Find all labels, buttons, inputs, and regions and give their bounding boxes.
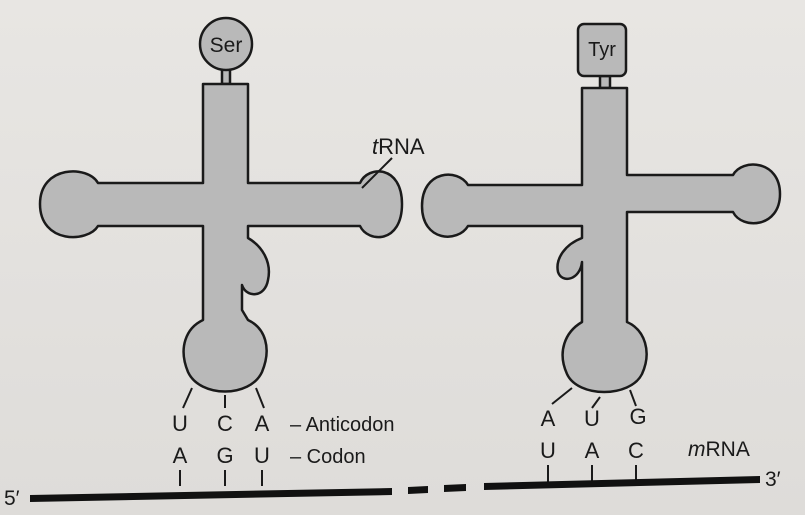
right-anticodon-tick	[552, 388, 572, 404]
left-anticodon-base: C	[217, 411, 233, 436]
mrna-segment-dash	[444, 484, 466, 492]
right-anticodon-base: U	[584, 406, 600, 431]
left-anticodon-tick	[183, 388, 192, 408]
left-amino-acid-label: Ser	[210, 34, 243, 57]
codon-label: – Codon	[290, 446, 366, 468]
five-prime-label: 5′	[4, 487, 20, 510]
mrna-label-prefix: m	[688, 438, 706, 461]
right-codon-base: U	[540, 438, 556, 463]
left-trna: Ser tRNA U C A A G U – Anticodon – Codon	[40, 18, 425, 486]
left-codon-base: G	[216, 443, 233, 468]
trna-label: tRNA	[372, 134, 425, 159]
mrna-label: mRNA	[688, 438, 750, 461]
trna-label-suffix: RNA	[378, 134, 425, 159]
right-anticodon-base: G	[629, 404, 646, 429]
mrna-segment	[30, 488, 392, 502]
mrna-segment-dash	[408, 486, 428, 494]
right-trna: Tyr A U G U A C mRNA	[422, 24, 780, 482]
mrna-strand: 5′ 3′	[4, 468, 781, 510]
left-anticodon-base: U	[172, 411, 188, 436]
left-codon-base: A	[173, 443, 188, 468]
right-codon-base: C	[628, 438, 644, 463]
left-codon-base: U	[254, 443, 270, 468]
three-prime-label: 3′	[765, 468, 781, 491]
right-anticodon-base: A	[541, 406, 556, 431]
mrna-segment	[484, 476, 760, 490]
left-anticodon-base: A	[255, 411, 270, 436]
left-trna-body	[40, 84, 402, 392]
right-amino-acid-label: Tyr	[588, 39, 616, 61]
right-codon-base: A	[585, 438, 600, 463]
left-anticodon-tick	[256, 388, 264, 408]
anticodon-label: – Anticodon	[290, 414, 395, 436]
mrna-label-suffix: RNA	[706, 438, 750, 461]
right-trna-body	[422, 88, 780, 392]
right-amino-acid-link	[600, 76, 610, 88]
